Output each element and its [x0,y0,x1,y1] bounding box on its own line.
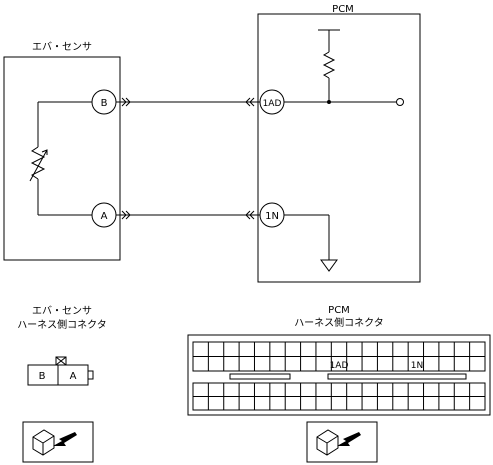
sensor-connector-chevron-b [121,97,131,107]
pcm-connector-face [187,334,491,416]
sensor-connector-title-1: エバ・センサ [32,305,92,317]
pcm-connector-title-1: PCM [328,305,350,316]
pcm-connector-chevron-1n [245,210,255,220]
pcm-connector-view-icon [306,421,378,463]
pcm-connector-title-2: ハーネス側コネクタ [294,316,384,329]
thermistor-icon [29,102,48,215]
sensor-connector-face [27,356,94,386]
sensor-connector-title-2: ハーネス側コネクタ [17,318,107,331]
sensor-connector-chevron-a [121,210,131,220]
pcm-internal-circuit [284,29,404,106]
pin-1n-label: 1N [265,211,279,222]
pcm-cell-1ad: 1AD [330,361,349,371]
pcm-connector-chevron-1ad [245,97,255,107]
pcm-cell-1n: 1N [411,361,423,371]
pin-a-label: A [101,211,108,222]
pcm-box [257,13,421,283]
evap-sensor-title: エバ・センサ [32,41,92,53]
sensor-cell-b: B [39,371,46,382]
pcm-title: PCM [332,4,354,15]
evap-sensor-box [3,56,121,261]
sensor-connector-view-icon [22,421,94,463]
sensor-cell-a: A [70,371,77,382]
pin-b-label: B [101,98,108,109]
pin-1ad-label: 1AD [263,99,282,109]
ground-icon [284,214,338,272]
